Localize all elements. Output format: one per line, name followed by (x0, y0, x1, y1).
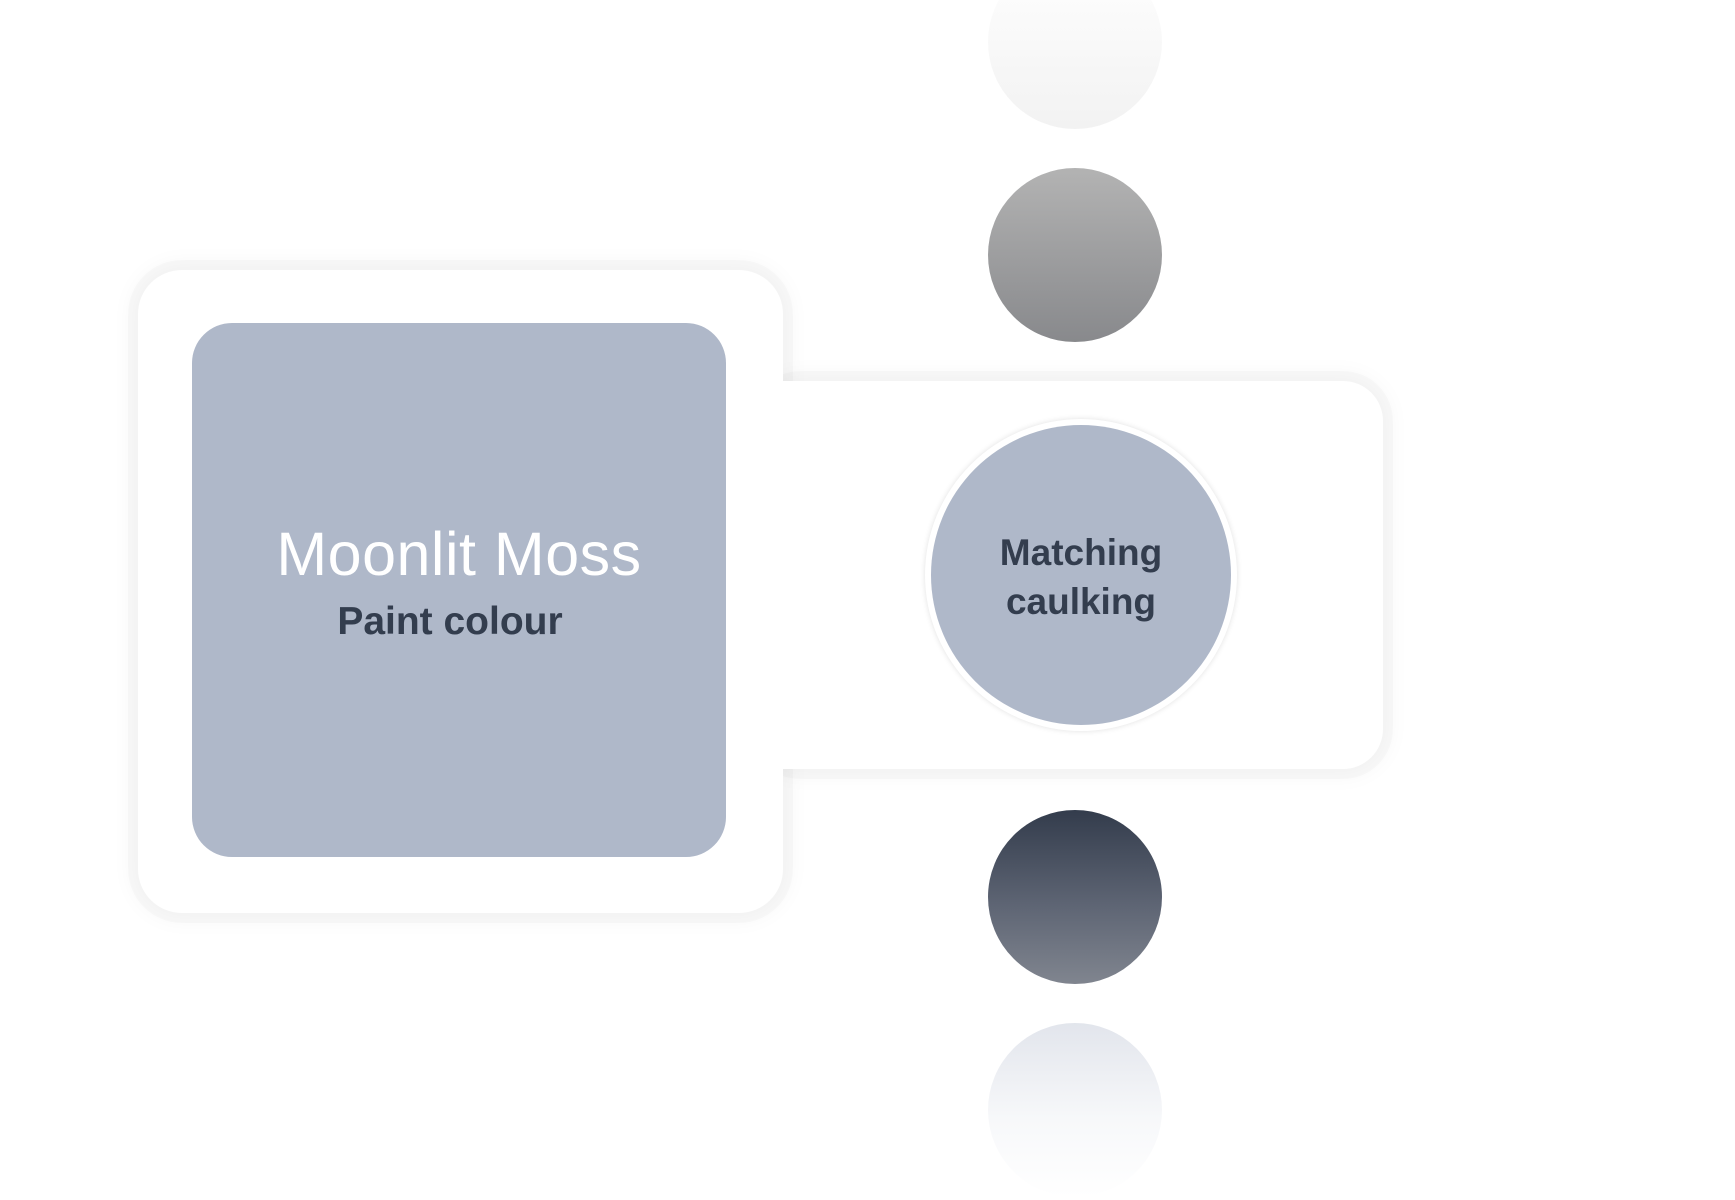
card-joiner (770, 381, 810, 769)
paint-swatch[interactable] (192, 323, 726, 857)
color-option-gray[interactable] (988, 168, 1162, 342)
caulking-label: Matching caulking (999, 532, 1163, 622)
color-option-pale-blue[interactable] (988, 1023, 1162, 1197)
paint-subtitle: Paint colour (337, 600, 563, 643)
paint-name: Moonlit Moss (276, 520, 642, 588)
color-option-white[interactable] (988, 0, 1162, 129)
color-option-charcoal[interactable] (988, 810, 1162, 984)
caulking-swatch[interactable] (931, 425, 1231, 725)
